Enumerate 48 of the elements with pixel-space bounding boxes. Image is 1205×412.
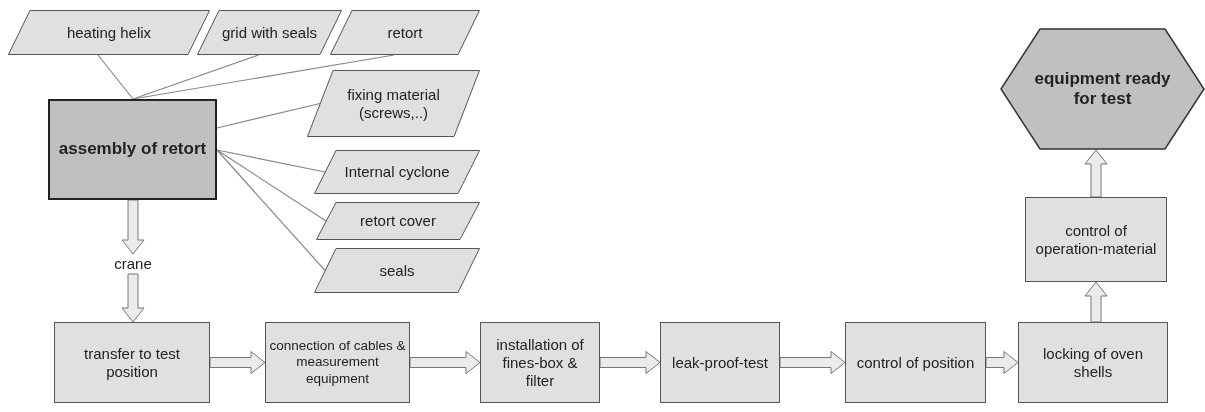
connector-line xyxy=(216,149,326,173)
node-label: grid with seals xyxy=(220,23,318,42)
node-label: installation of fines-box & filter xyxy=(495,335,585,390)
node-label: assembly of retort xyxy=(57,139,208,160)
node-label: connection of cables & measurement equipment xyxy=(268,338,407,387)
block-arrow xyxy=(121,273,145,323)
node-label: equipment ready for test xyxy=(1033,68,1172,110)
node-label: control of operation-material xyxy=(1034,221,1158,258)
block-arrow xyxy=(121,199,145,255)
block-arrow xyxy=(209,351,266,374)
process-box xyxy=(265,322,410,403)
node-label: transfer to test position xyxy=(83,344,181,381)
input-parallelogram xyxy=(314,248,480,293)
node-label: Internal cyclone xyxy=(343,163,451,181)
step-label: crane xyxy=(98,254,168,274)
block-arrow xyxy=(409,351,481,374)
block-arrow xyxy=(1084,149,1108,198)
node-label: control of position xyxy=(855,353,976,372)
node-label: leak-proof-test xyxy=(671,353,769,372)
input-parallelogram xyxy=(307,70,480,137)
goal-hexagon xyxy=(1000,28,1205,150)
node-label: retort xyxy=(386,23,424,42)
connector-line xyxy=(216,149,327,222)
block-arrow xyxy=(985,351,1019,374)
process-box xyxy=(660,322,780,403)
input-parallelogram xyxy=(330,10,480,55)
node-label: fixing material (screws,..) xyxy=(346,85,441,122)
node-label: heating helix xyxy=(65,23,153,42)
input-parallelogram xyxy=(197,10,342,55)
connector-line xyxy=(216,149,326,272)
input-parallelogram xyxy=(316,202,480,240)
node-label: seals xyxy=(378,261,416,280)
node-label: retort cover xyxy=(359,212,437,230)
assembly-box xyxy=(48,99,217,200)
block-arrow xyxy=(1084,281,1108,323)
block-arrow xyxy=(779,351,846,374)
node-label: locking of oven shells xyxy=(1041,344,1145,381)
input-parallelogram xyxy=(8,10,210,55)
connector-line xyxy=(216,102,321,129)
block-arrow xyxy=(599,351,661,374)
process-box xyxy=(845,322,986,403)
process-box xyxy=(1025,197,1167,282)
process-box xyxy=(1018,322,1168,403)
connector-line xyxy=(97,54,134,100)
connector-line xyxy=(132,54,260,100)
input-parallelogram xyxy=(314,150,480,194)
process-box xyxy=(54,322,210,403)
process-box xyxy=(480,322,600,403)
